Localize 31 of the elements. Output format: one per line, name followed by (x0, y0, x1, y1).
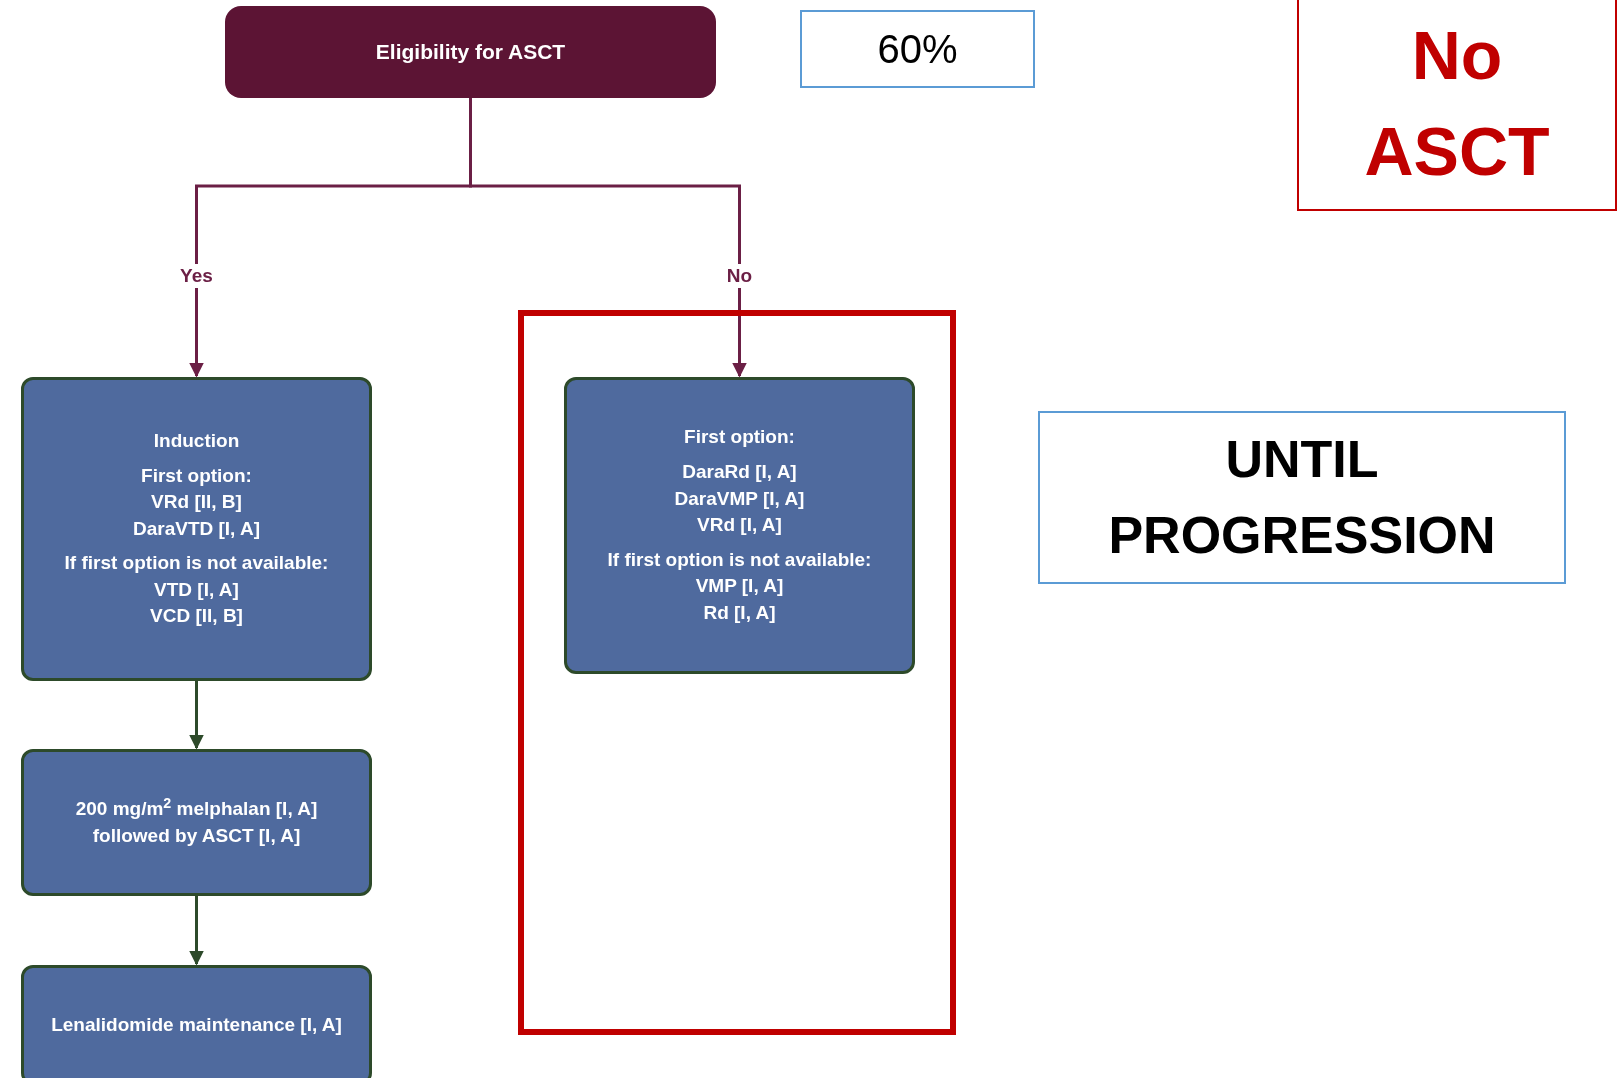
box-text: UNTIL PROGRESSION (1107, 429, 1497, 566)
box-text: If first option is not available: (607, 547, 872, 572)
note-box (1038, 411, 1566, 584)
box-text: VRd [II, B] (151, 490, 242, 515)
process-box (21, 965, 372, 1078)
note-box (800, 10, 1035, 88)
process-box (564, 377, 915, 674)
box-text: DaraRd [I, A] (682, 460, 797, 484)
box-text: First option: (141, 463, 252, 488)
alert-box (1297, 0, 1617, 211)
box-heading: Induction (153, 428, 240, 453)
box-text: VMP [I, A] (695, 574, 784, 599)
box-text: 200 mg/m$^{2}$ melphalan [I, A] followed by ASCT [I, A] (74, 795, 319, 848)
box-text: 60% (877, 26, 958, 73)
box-text: No ASCT (1363, 16, 1551, 191)
arrow (189, 896, 204, 966)
box-text: VCD [II, B] (150, 604, 243, 629)
box-text: VTD [I, A] (154, 577, 239, 602)
box-text: If first option is not available: (64, 551, 329, 576)
box-text: First option: (684, 425, 795, 450)
box-text: DaraVTD [I, A] (132, 516, 260, 541)
box-text: Rd [I, A] (703, 601, 776, 625)
box-text: Lenalidomide maintenance [I, A] (51, 1012, 342, 1037)
arrow (189, 681, 204, 750)
process-box (21, 377, 372, 681)
process-box (21, 749, 372, 896)
box-text: VRd [I, A] (697, 513, 782, 538)
highlight-frame (518, 310, 956, 1035)
header-box (225, 6, 716, 98)
box-text: DaraVMP [I, A] (674, 486, 805, 511)
box-text: Eligibility for ASCT (375, 39, 566, 66)
